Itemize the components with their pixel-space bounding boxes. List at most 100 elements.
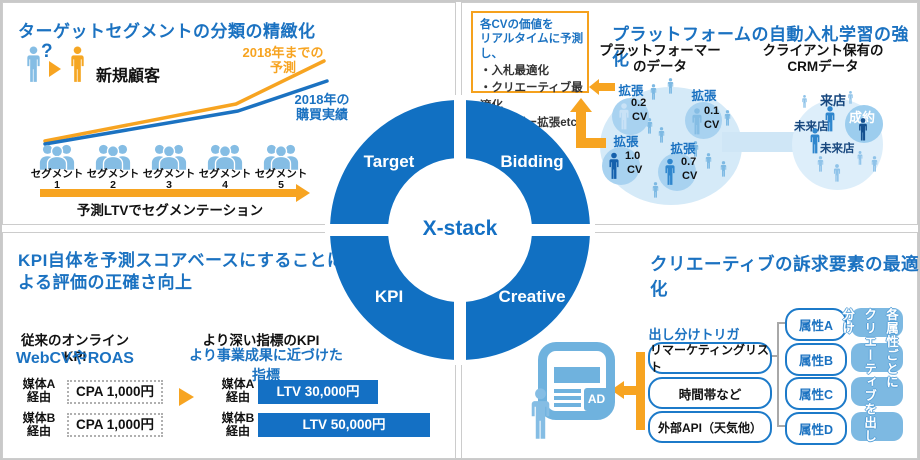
user-person-icon [607,152,621,180]
output-box [851,308,903,337]
segment-label: セグメント 2 [86,168,140,191]
segment-group-icon [38,143,76,170]
expansion-unit: CV [632,111,648,123]
segment-label: セグメント 3 [142,168,196,191]
user-person-icon [847,91,854,104]
user-person-icon [663,158,677,186]
callout-arrow-shaft [599,83,615,91]
crm-novisit-label: 未来店 [794,121,829,133]
arrow-up-icon [570,98,592,112]
user-person-icon [832,164,842,182]
segment-group-icon [206,143,244,170]
question-mark: ? [41,41,53,62]
segment-label: セグメント 5 [254,168,308,191]
ad-badge: AD [584,388,609,411]
axis-arrowhead-icon [296,184,310,202]
attribute-box-d: 属性D [785,412,847,445]
expansion-circle [602,147,640,185]
xstack-donut [325,95,595,365]
attribute-box-a: 属性A [785,308,847,341]
expansion-circle [612,98,649,135]
donut-segment-kpi: KPI [374,287,404,306]
crm-deal-label: 成約 [849,110,876,125]
trigger-box-remarketing: リマーケティングリスト [648,342,772,374]
cpa-value-box: CPA 1,000円 [67,413,163,437]
expansion-value: 1.0 [625,150,641,162]
before-kpi-heading: 従来のオンラインKPI [21,333,129,364]
bidding-title: プラットフォームの自動入札学習の強化 [612,25,909,69]
cpa-value-box: CPA 1,000円 [67,380,163,404]
user-person-icon [657,127,666,143]
trigger-bracket [636,352,645,430]
trigger-arrow-shaft [624,386,636,395]
expansion-circle [685,102,722,139]
new-customer-label: 新規顧客 [96,68,161,85]
segment-label: セグメント 1 [30,168,84,191]
segment-group-icon [94,143,132,170]
output-box [851,412,903,441]
crm-data-label: クライアント保有の CRMデータ [762,43,884,74]
callout-heading: 各CVの価値を リアルタイムに予測し、 [480,19,584,60]
donut-segment-target: Target [363,152,415,171]
ad-text-line [554,389,581,393]
media-b-label: 媒体B 経由 [221,411,255,439]
feedback-arrow-shaft [576,112,586,146]
user-person-icon [649,84,658,100]
expansion-label: 拡張 [691,89,717,103]
user-person-icon [870,156,879,172]
user-person-icon [617,103,631,130]
expansion-unit: CV [682,170,698,182]
after-kpi-heading: より深い指標のKPI [202,333,320,348]
expansion-value: 0.1 [704,105,720,117]
platform-data-label: プラットフォーマー のデータ [599,43,721,74]
segment-label: セグメント 4 [198,168,252,191]
actual-line-label: 2018年の 購買実績 [294,92,350,122]
ltv-value-bar: LTV 50,000円 [258,413,430,437]
ad-frame-icon: AD [538,342,615,420]
user-person-icon [816,156,825,172]
forecast-line-label: 2018年までの 予測 [242,45,324,75]
transition-arrow-icon [179,388,194,406]
segment-group-icon [262,143,300,170]
expansion-label: 拡張 [670,142,696,156]
attribute-box-c: 属性C [785,377,847,410]
target-title: ターゲットセグメントの分類の精緻化 [18,22,316,41]
media-a-label: 媒体A 経由 [221,377,255,405]
connector-line [777,322,779,427]
media-b-label: 媒体B 経由 [22,411,56,439]
user-person-icon [704,153,713,169]
connector-line [779,425,785,427]
crm-visit-label: 来店 [820,93,847,108]
user-person-icon [666,78,675,94]
arrow-left-icon [589,79,599,95]
donut-segment-creative: Creative [498,287,566,306]
output-box [851,377,903,406]
segment-group-icon [150,143,188,170]
user-person-icon [651,182,660,198]
viewer-person-icon [527,386,554,442]
callout-bullet: ・入札最適化 [480,65,549,78]
feedback-arrow-shaft [576,138,606,148]
expansion-label: 拡張 [613,135,639,149]
ad-content-bar [554,367,600,383]
expansion-value: 0.2 [631,97,647,109]
attribute-box-b: 属性B [785,343,847,376]
connector-line [768,355,777,357]
trigger-box-timeframe: 時間帯など [648,377,772,409]
output-note-vertical-text: 各属性ごとに クリエーティブを出し分け [840,308,898,443]
expansion-unit: CV [704,119,720,131]
creative-title: クリエーティブの訴求要素の最適化 [650,254,919,299]
connector-line [779,322,785,324]
expansion-unit: CV [627,164,643,176]
user-person-icon [801,95,808,108]
expansion-value: 0.7 [681,156,697,168]
crm-novisit-label: 未来店 [820,143,855,155]
donut-segment-bidding: Bidding [500,152,564,171]
user-person-icon [723,110,732,126]
media-a-label: 媒体A 経由 [22,377,56,405]
before-kpi-subheading: WebCVやROAS [16,350,134,367]
ltv-value-bar: LTV 30,000円 [258,380,378,404]
ad-text-line [554,396,581,400]
after-kpi-subheading: より事業成果に近づけた指標 [189,347,343,383]
